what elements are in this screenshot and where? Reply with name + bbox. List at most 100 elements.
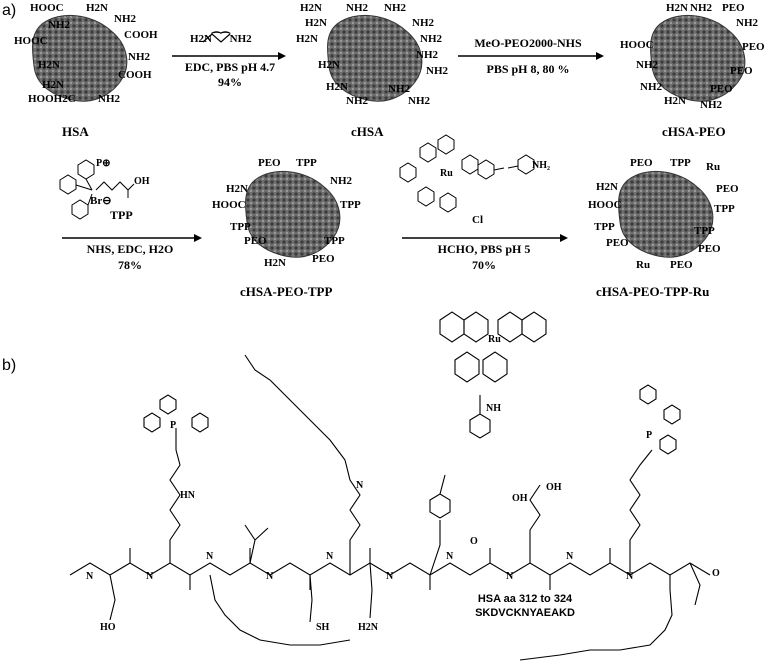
peptide-atom: N: [86, 571, 94, 582]
ru-complex-nh2-label: NH₂: [532, 160, 550, 171]
chsa-label: NH2: [388, 83, 410, 95]
hsa-label: NH2: [128, 51, 150, 63]
step2-conditions: PBS pH 8, 80 %: [486, 62, 570, 76]
chsa-label: H2N: [300, 2, 322, 14]
peptide-atom: SH: [316, 622, 330, 633]
chsa-peo-tpp-ru-label: Ru: [706, 161, 721, 173]
chsa-peo-tpp-label: TPP: [296, 157, 317, 169]
chsa-peo-label: PEO: [710, 83, 733, 95]
hsa-label: HOOC: [14, 35, 48, 47]
chsa-label: NH2: [346, 2, 368, 14]
chsa-peo-tpp-label: H2N: [264, 257, 286, 269]
peptide-atom: N: [446, 551, 454, 562]
peptide-atom: N: [206, 551, 214, 562]
chsa-peo-tpp-label: HOOC: [212, 199, 246, 211]
chsa-peo-tpp-label: PEO: [258, 157, 281, 169]
panel-label-a: a): [2, 2, 17, 19]
peptide-atom: N: [266, 571, 274, 582]
chsa-peo-label: H2N: [664, 95, 686, 107]
step1-conditions: EDC, PBS pH 4.7: [184, 60, 276, 74]
peptide-atom: HN: [180, 490, 195, 501]
peptide-atom: N: [326, 551, 334, 562]
peptide-atom: N: [146, 571, 154, 582]
ru-complex-reagent-structure: [399, 134, 535, 213]
chsa-peo-tpp-ru-label: PEO: [698, 243, 721, 255]
peptide-structure-graphic: [69, 311, 711, 661]
chsa-label: H2N: [326, 81, 348, 93]
arrow-step1: [172, 52, 286, 60]
chsa-peo-tpp-compound-name: cHSA-PEO-TPP: [240, 284, 333, 299]
chsa-label: NH2: [408, 95, 430, 107]
chsa-peo-tpp-ru-label: PEO: [670, 259, 693, 271]
peptide-atom: P: [170, 420, 177, 431]
chsa-label: H2N: [305, 17, 327, 29]
chsa-label: NH2: [384, 2, 406, 14]
panel-label-b: b): [2, 357, 17, 374]
chsa-peo-label: NH2: [736, 17, 758, 29]
chsa-peo-label: PEO: [722, 2, 745, 14]
hsa-label: HOOC: [30, 2, 64, 14]
hsa-label: COOH: [118, 69, 152, 81]
tpp-br: Br⊖: [90, 195, 112, 207]
step4-reagent: Cl: [472, 214, 483, 226]
chsa-peo-tpp-label: PEO: [244, 235, 267, 247]
step1-reagent: H2N⁀⁀NH2: [190, 33, 252, 45]
hsa-label: NH2: [114, 13, 136, 25]
chsa-peo-label: NH2: [636, 59, 658, 71]
chsa-label: NH2: [346, 95, 368, 107]
chsa-label: NH2: [416, 49, 438, 61]
peptide-atom: OH: [512, 493, 528, 504]
scheme-graphics: [31, 14, 746, 258]
step3-yield: 78%: [118, 258, 142, 272]
chsa-peo-tpp-ru-label: TPP: [594, 221, 615, 233]
hsa-label: H2N: [38, 59, 60, 71]
peptide-atom: O: [470, 536, 478, 547]
hsa-compound-name: HSA: [62, 124, 89, 139]
chsa-peo-tpp-ru-label: TPP: [670, 157, 691, 169]
chsa-peo-label: H2N: [666, 2, 688, 14]
peptide-atom: N: [566, 551, 574, 562]
chsa-peo-label: NH2: [640, 81, 662, 93]
peptide-range-label: HSA aa 312 to 324: [477, 593, 573, 605]
chsa-peo-label: NH2: [700, 99, 722, 111]
chsa-peo-tpp-ru-protein-blob: [617, 170, 714, 258]
arrow-step3: [62, 234, 202, 242]
tpp-reagent-structure: [59, 159, 135, 220]
chsa-peo-tpp-ru-label: PEO: [630, 157, 653, 169]
arrow-step2: [458, 52, 604, 60]
peptide-atom: P: [646, 430, 653, 441]
ethylenediamine-structure: [202, 33, 231, 43]
peptide-atom: N: [356, 480, 364, 491]
chsa-label: H2N: [296, 33, 318, 45]
chsa-peo-tpp-protein-blob: [244, 170, 341, 258]
chsa-peo-tpp-ru-label: HOOC: [588, 199, 622, 211]
hsa-label: COOH: [124, 29, 158, 41]
chsa-peo-tpp-label: H2N: [226, 183, 248, 195]
hsa-label: H2N: [86, 2, 108, 14]
chsa-peo-protein-blob: [649, 14, 746, 102]
peptide-atom: N: [386, 571, 394, 582]
arrow-step4: [402, 234, 568, 242]
chsa-peo-tpp-ru-label: H2N: [596, 181, 618, 193]
peptide-atom: N: [626, 571, 634, 582]
peptide-atom: N: [506, 571, 514, 582]
peptide-atom: NH: [486, 403, 501, 414]
chsa-peo-tpp-label: TPP: [340, 199, 361, 211]
peptide-atom: OH: [546, 482, 562, 493]
tpp-p-plus: P⊕: [96, 158, 111, 169]
hsa-protein-blob: [31, 14, 128, 102]
chsa-peo-label: NH2: [690, 2, 712, 14]
chsa-protein-blob: [326, 14, 423, 102]
chsa-label: NH2: [412, 17, 434, 29]
step2-reagent: MeO-PEO2000-NHS: [474, 36, 582, 50]
peptide-atom: HO: [100, 622, 116, 633]
step3-reagent: TPP: [110, 208, 133, 222]
step4-yield: 70%: [472, 258, 496, 272]
chsa-compound-name: cHSA: [351, 124, 384, 139]
ru-complex-ru-label: Ru: [440, 168, 453, 179]
chsa-peo-tpp-ru-label: TPP: [714, 203, 735, 215]
chsa-peo-compound-name: cHSA-PEO: [662, 124, 726, 139]
peptide-atom: Ru: [488, 334, 501, 345]
peptide-atom: H2N: [358, 622, 378, 633]
chsa-peo-tpp-label: NH2: [330, 175, 352, 187]
